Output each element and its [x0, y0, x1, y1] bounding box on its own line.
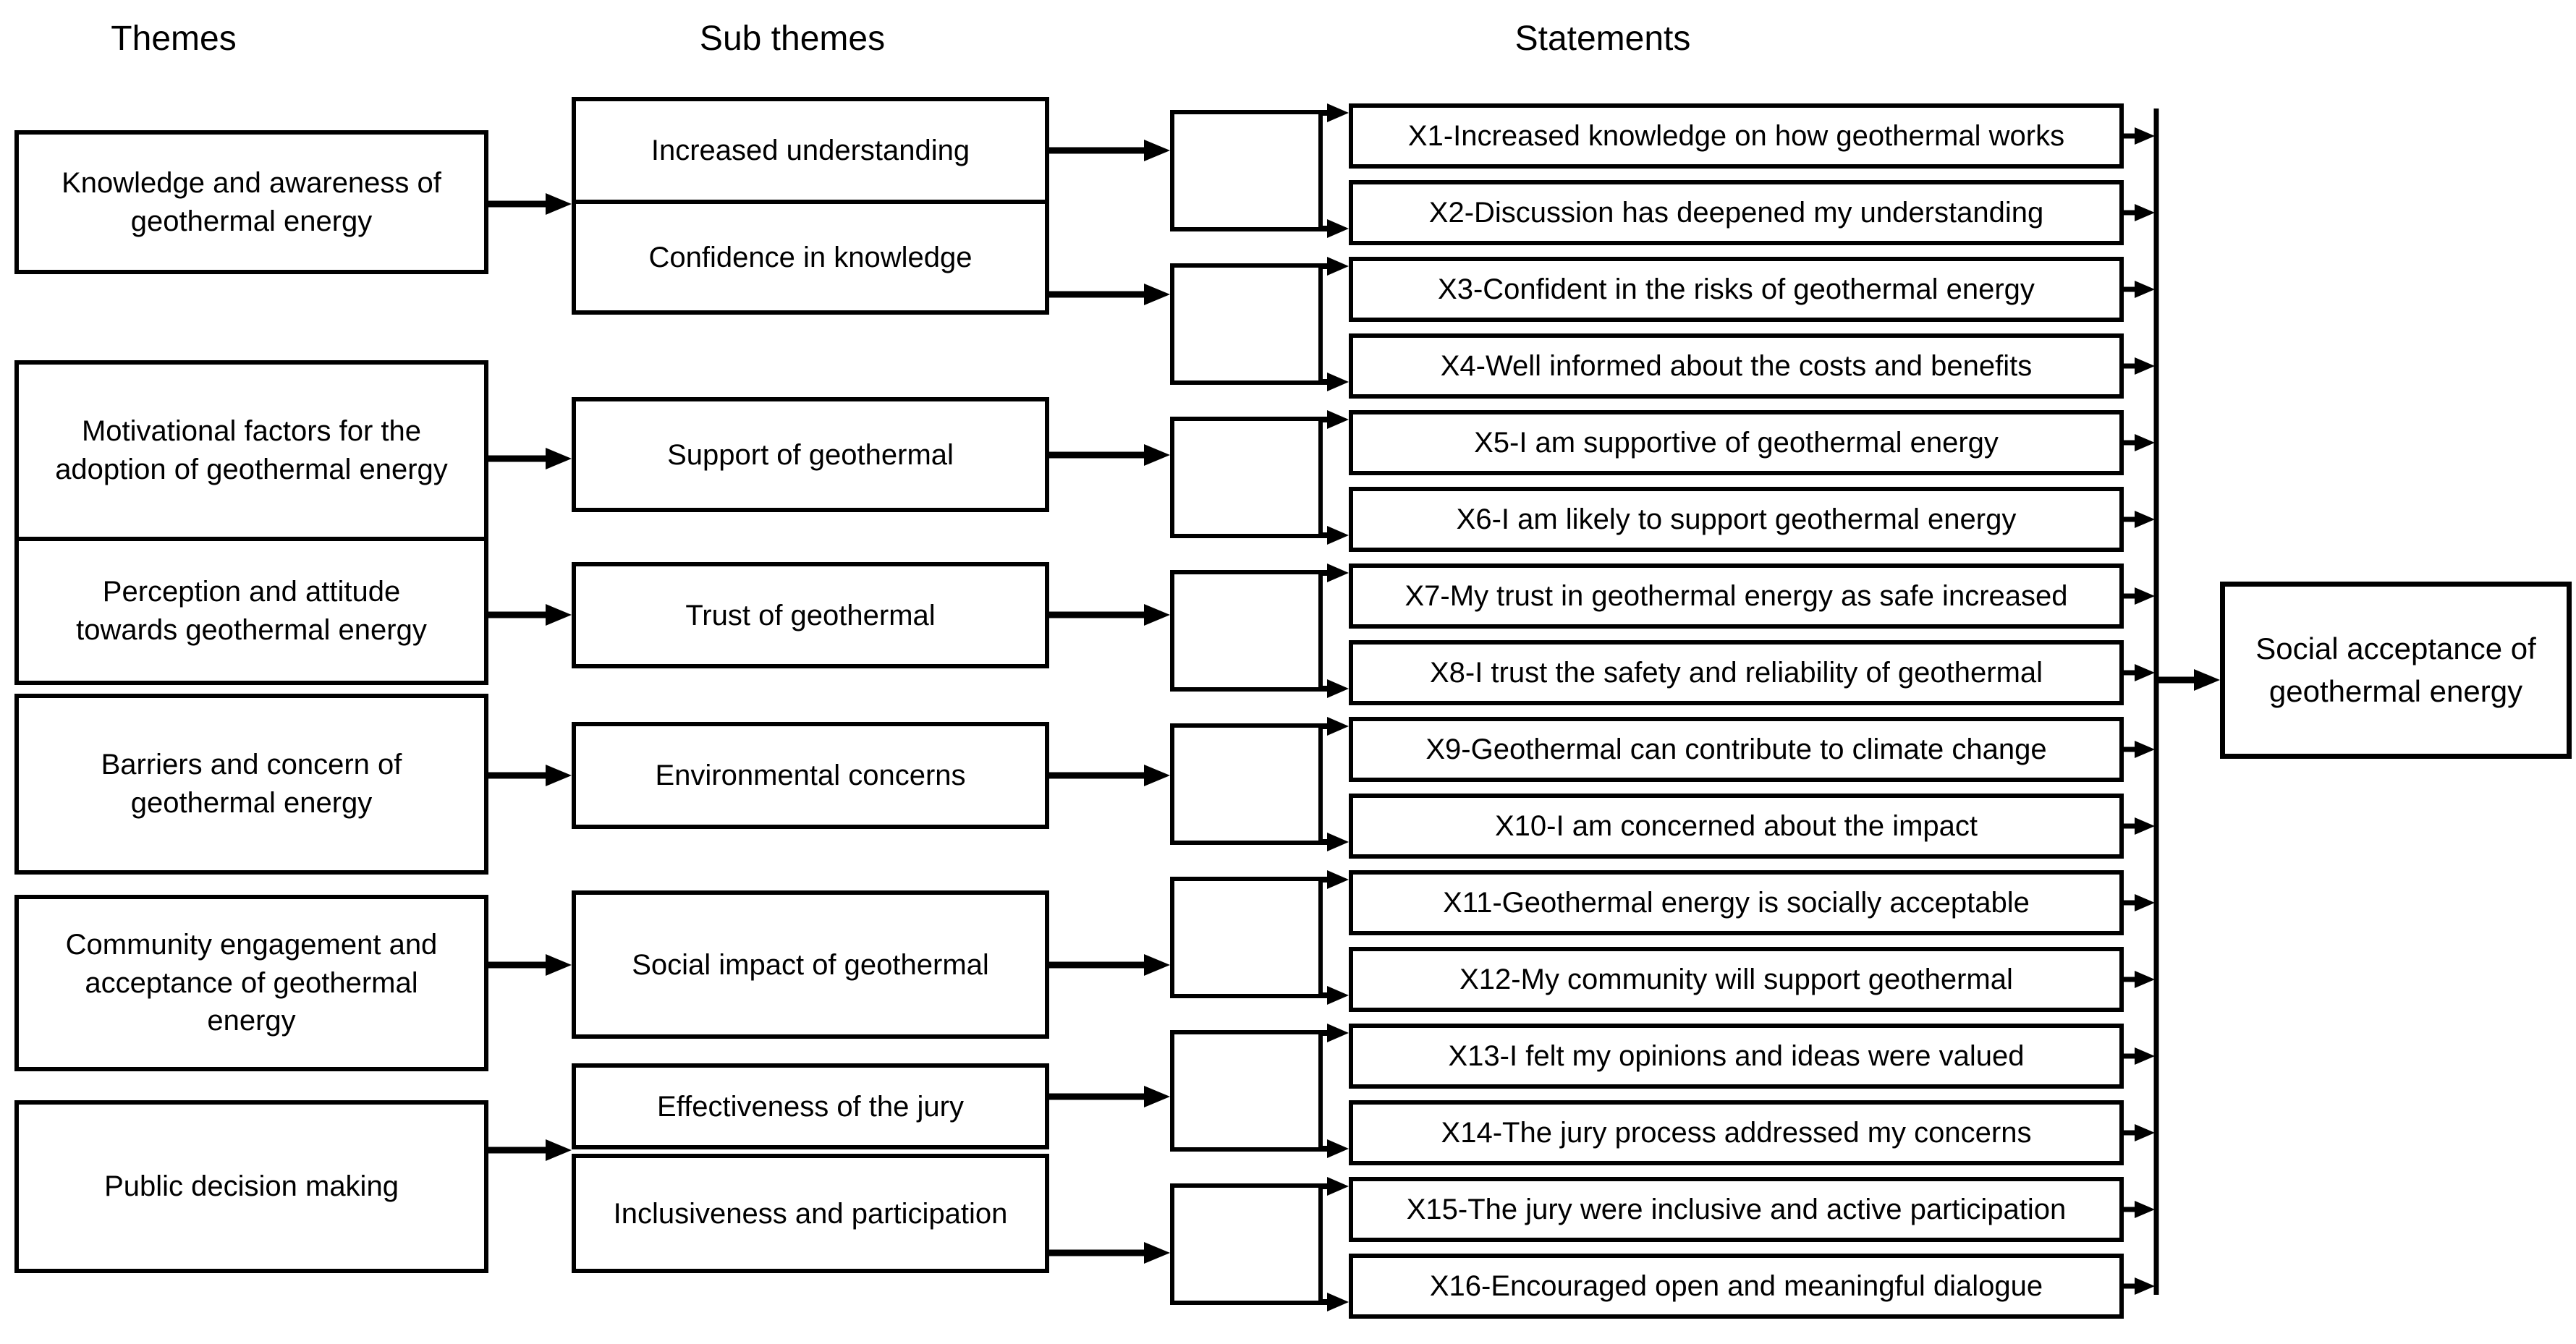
theme-box-knowledge-awareness: Knowledge and awareness of geothermal en… [14, 130, 488, 274]
statement-box-x10: X10-I am concerned about the impact [1349, 794, 2124, 859]
statement-box-x2: X2-Discussion has deepened my understand… [1349, 180, 2124, 245]
arrowhead-icon [1144, 1086, 1170, 1107]
arrowhead-icon [546, 765, 572, 786]
arrowhead-icon [2135, 357, 2155, 375]
arrowhead-icon [1144, 284, 1170, 305]
subtheme-box-trust-of-geothermal: Trust of geothermal [572, 562, 1049, 668]
arrowhead-icon [2135, 127, 2155, 145]
arrowhead-icon [1144, 140, 1170, 161]
arrowhead-icon [2135, 817, 2155, 835]
column-header-statements: Statements [1514, 20, 1691, 58]
connector-box-6 [1170, 877, 1323, 998]
arrowhead-icon [2135, 741, 2155, 758]
arrowhead-icon [2135, 281, 2155, 298]
statement-box-x7: X7-My trust in geothermal energy as safe… [1349, 563, 2124, 629]
subtheme-box-confidence-in-knowledge: Confidence in knowledge [572, 200, 1049, 315]
theme-box-barriers-concern: Barriers and concern of geothermal energ… [14, 694, 488, 875]
column-header-themes: Themes [111, 20, 237, 58]
arrowhead-icon [2135, 894, 2155, 911]
subtheme-box-inclusiveness-participation: Inclusiveness and participation [572, 1154, 1049, 1273]
arrowhead-icon [1327, 373, 1349, 391]
theme-box-perception-attitude: Perception and attitude towards geotherm… [14, 537, 488, 685]
statement-box-x15: X15-The jury were inclusive and active p… [1349, 1177, 2124, 1242]
statement-box-x16: X16-Encouraged open and meaningful dialo… [1349, 1254, 2124, 1319]
arrowhead-icon [1327, 1293, 1349, 1311]
theme-box-public-decision-making: Public decision making [14, 1100, 488, 1273]
arrowhead-icon [2135, 1047, 2155, 1065]
arrowhead-icon [1327, 986, 1349, 1005]
subtheme-box-increased-understanding: Increased understanding [572, 97, 1049, 204]
arrowhead-icon [1327, 1024, 1349, 1042]
statement-box-x3: X3-Confident in the risks of geothermal … [1349, 257, 2124, 322]
arrowhead-icon [546, 193, 572, 215]
arrowhead-icon [1144, 954, 1170, 976]
subtheme-box-environmental-concerns: Environmental concerns [572, 722, 1049, 829]
arrowhead-icon [1327, 103, 1349, 122]
arrowhead-icon [1144, 604, 1170, 626]
arrowhead-icon [1144, 765, 1170, 786]
statement-box-x5: X5-I am supportive of geothermal energy [1349, 410, 2124, 475]
connector-box-1 [1170, 110, 1323, 231]
arrowhead-icon [1327, 717, 1349, 736]
arrowhead-icon [2135, 971, 2155, 988]
statement-box-x9: X9-Geothermal can contribute to climate … [1349, 717, 2124, 782]
arrowhead-icon [546, 448, 572, 469]
arrowhead-icon [2135, 511, 2155, 528]
arrowhead-icon [2135, 434, 2155, 451]
arrowhead-icon [2135, 204, 2155, 221]
arrowhead-icon [1144, 1242, 1170, 1264]
arrowhead-icon [1327, 1177, 1349, 1196]
connector-box-4 [1170, 570, 1323, 692]
statement-box-x14: X14-The jury process addressed my concer… [1349, 1100, 2124, 1165]
statement-box-x6: X6-I am likely to support geothermal ene… [1349, 487, 2124, 552]
statement-box-x13: X13-I felt my opinions and ideas were va… [1349, 1024, 2124, 1089]
arrowhead-icon [2135, 664, 2155, 681]
arrowhead-icon [1327, 219, 1349, 238]
theme-box-community-engagement: Community engagement and acceptance of g… [14, 895, 488, 1071]
connector-box-5 [1170, 723, 1323, 845]
subtheme-box-social-impact: Social impact of geothermal [572, 890, 1049, 1039]
connector-box-3 [1170, 417, 1323, 538]
connector-box-7 [1170, 1030, 1323, 1152]
arrowhead-icon [2135, 1124, 2155, 1141]
statement-box-x4: X4-Well informed about the costs and ben… [1349, 333, 2124, 399]
statement-box-x11: X11-Geothermal energy is socially accept… [1349, 870, 2124, 935]
statement-box-x12: X12-My community will support geothermal [1349, 947, 2124, 1012]
statement-box-x1: X1-Increased knowledge on how geothermal… [1349, 103, 2124, 169]
arrowhead-icon [546, 1139, 572, 1161]
arrowhead-icon [1327, 410, 1349, 429]
arrowhead-icon [2135, 1277, 2155, 1295]
arrowhead-icon [1327, 526, 1349, 545]
subtheme-box-support-of-geothermal: Support of geothermal [572, 397, 1049, 512]
column-header-sub-themes: Sub themes [699, 20, 886, 58]
theme-box-motivational-factors: Motivational factors for the adoption of… [14, 360, 488, 541]
arrowhead-icon [2135, 1201, 2155, 1218]
arrowhead-icon [1327, 833, 1349, 851]
arrowhead-icon [2135, 587, 2155, 605]
arrowhead-icon [2194, 669, 2220, 691]
arrowhead-icon [1327, 679, 1349, 698]
outcome-box-social-acceptance: Social acceptance of geothermal energy [2220, 582, 2572, 759]
arrowhead-icon [1327, 563, 1349, 582]
connector-box-2 [1170, 263, 1323, 385]
connector-box-8 [1170, 1183, 1323, 1305]
arrowhead-icon [1327, 870, 1349, 889]
statement-box-x8: X8-I trust the safety and reliability of… [1349, 640, 2124, 705]
arrowhead-icon [1327, 1139, 1349, 1158]
arrowhead-icon [546, 954, 572, 976]
arrowhead-icon [1327, 257, 1349, 276]
arrowhead-icon [546, 604, 572, 626]
subtheme-box-effectiveness-of-jury: Effectiveness of the jury [572, 1063, 1049, 1149]
arrowhead-icon [1144, 444, 1170, 466]
